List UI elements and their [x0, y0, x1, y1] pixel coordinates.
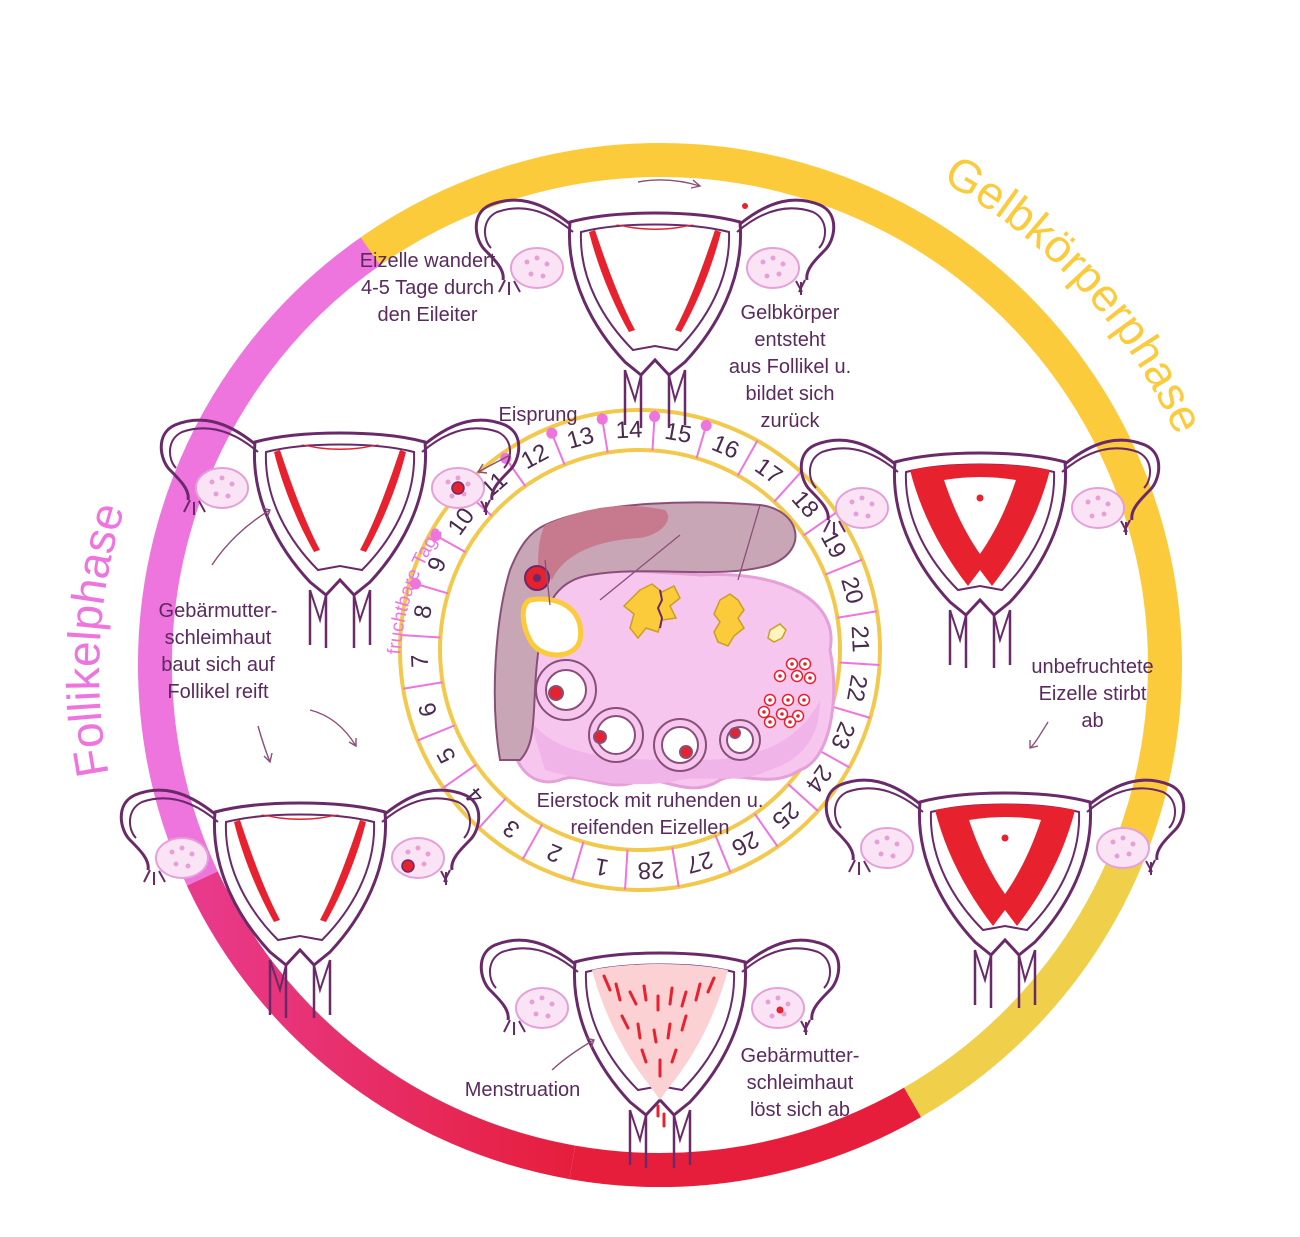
label-line: reifenden Eizellen: [570, 817, 730, 839]
label-line: ab: [1081, 710, 1104, 732]
label-line: Gelbkörper: [740, 302, 840, 324]
fertile-dot: [700, 420, 712, 432]
day-divider: [773, 471, 802, 503]
uterus-bottom: [481, 940, 839, 1168]
day-label: 1: [593, 852, 611, 881]
label-line: Eierstock mit ruhenden u.: [536, 790, 764, 812]
label-line: Gebärmutter-: [158, 600, 278, 622]
resting-egg: [778, 674, 782, 678]
fertile-dot: [410, 578, 422, 590]
menstruation-arc: [186, 871, 576, 1180]
resting-egg: [768, 698, 772, 702]
day-divider: [400, 634, 441, 639]
label-line: löst sich ab: [749, 1099, 851, 1121]
fertile-dot: [546, 427, 558, 439]
label-line: Eizelle wandert: [359, 250, 496, 272]
day-label: 28: [637, 856, 665, 884]
label-line: unbefruchtete: [1031, 656, 1154, 678]
day-divider: [571, 841, 585, 881]
resting-egg: [768, 720, 772, 724]
day-divider: [624, 849, 629, 890]
label-menstruation: Menstruation: [440, 1077, 605, 1104]
uterus-lower-left: [121, 790, 479, 1018]
luteal-arc-lower: [903, 847, 1144, 1118]
label-line: 4-5 Tage durch: [360, 277, 495, 299]
label-egg-travels: Eizelle wandert 4-5 Tage durch den Eilei…: [340, 248, 515, 329]
label-line: schleimhaut: [746, 1072, 854, 1094]
resting-egg: [808, 676, 812, 680]
resting-egg: [788, 720, 792, 724]
label-line: den Eileiter: [377, 304, 478, 326]
day-divider: [714, 834, 732, 873]
label-egg-dies: unbefruchtete Eizelle stirbt ab: [1005, 654, 1180, 735]
label-line: aus Follikel u.: [728, 356, 852, 378]
day-label: 22: [841, 673, 872, 704]
label-line: zurück: [760, 410, 820, 432]
resting-egg: [802, 698, 806, 702]
day-label: 8: [409, 603, 438, 621]
day-divider: [787, 783, 819, 812]
label-line: Follikel reift: [167, 681, 269, 703]
label-ovary-caption: Eierstock mit ruhenden u. reifenden Eize…: [505, 788, 795, 842]
day-divider: [803, 511, 838, 537]
day-divider: [753, 813, 779, 848]
uterus-upper-left: [161, 420, 519, 648]
resting-egg: [803, 662, 807, 666]
fertile-dot: [596, 413, 608, 425]
resting-egg: [780, 712, 784, 716]
fertile-dot: [649, 410, 661, 422]
phase-ring: [138, 143, 1182, 1187]
label-line: baut sich auf: [161, 654, 275, 676]
day-label: 21: [846, 625, 874, 653]
day-divider: [671, 847, 680, 888]
follicular-arc: [138, 232, 388, 886]
resting-egg: [795, 674, 799, 678]
day-divider: [839, 661, 880, 666]
label-line: Menstruation: [464, 1079, 581, 1101]
label-line: Eisprung: [498, 404, 578, 426]
follicular-phase-title: Follikelphase: [57, 497, 134, 781]
arrows: [211, 179, 1049, 1071]
uterus-top: [476, 200, 834, 428]
day-divider: [837, 610, 878, 619]
luteal-arc: [360, 143, 1182, 861]
day-divider: [736, 440, 759, 477]
label-line: Gebärmutter-: [740, 1045, 860, 1067]
day-divider: [478, 797, 507, 829]
day-label: 7: [406, 654, 434, 669]
day-divider: [831, 705, 871, 719]
resting-egg: [762, 710, 766, 714]
label-ovulation: Eisprung: [478, 402, 598, 429]
day-divider: [402, 681, 443, 690]
label-lining-builds: Gebärmutter- schleimhaut baut sich auf F…: [133, 598, 303, 706]
resting-egg: [786, 698, 790, 702]
label-line: entsteht: [754, 329, 826, 351]
resting-egg: [790, 662, 794, 666]
label-lining-sheds: Gebärmutter- schleimhaut löst sich ab: [715, 1043, 885, 1124]
label-line: Eizelle stirbt: [1038, 683, 1147, 705]
label-corpus-luteum: Gelbkörper entsteht aus Follikel u. bild…: [705, 300, 875, 435]
ovary-illustration: [493, 501, 836, 790]
resting-egg: [796, 714, 800, 718]
label-line: schleimhaut: [164, 627, 272, 649]
day-label: 15: [663, 418, 694, 449]
fertile-dot: [430, 530, 442, 542]
label-line: bildet sich: [745, 383, 835, 405]
day-divider: [824, 558, 863, 576]
day-divider: [417, 724, 456, 742]
day-label: 14: [615, 416, 643, 444]
day-divider: [521, 823, 544, 860]
menstrual-transition-arc: [569, 1087, 921, 1187]
day-divider: [442, 763, 477, 789]
